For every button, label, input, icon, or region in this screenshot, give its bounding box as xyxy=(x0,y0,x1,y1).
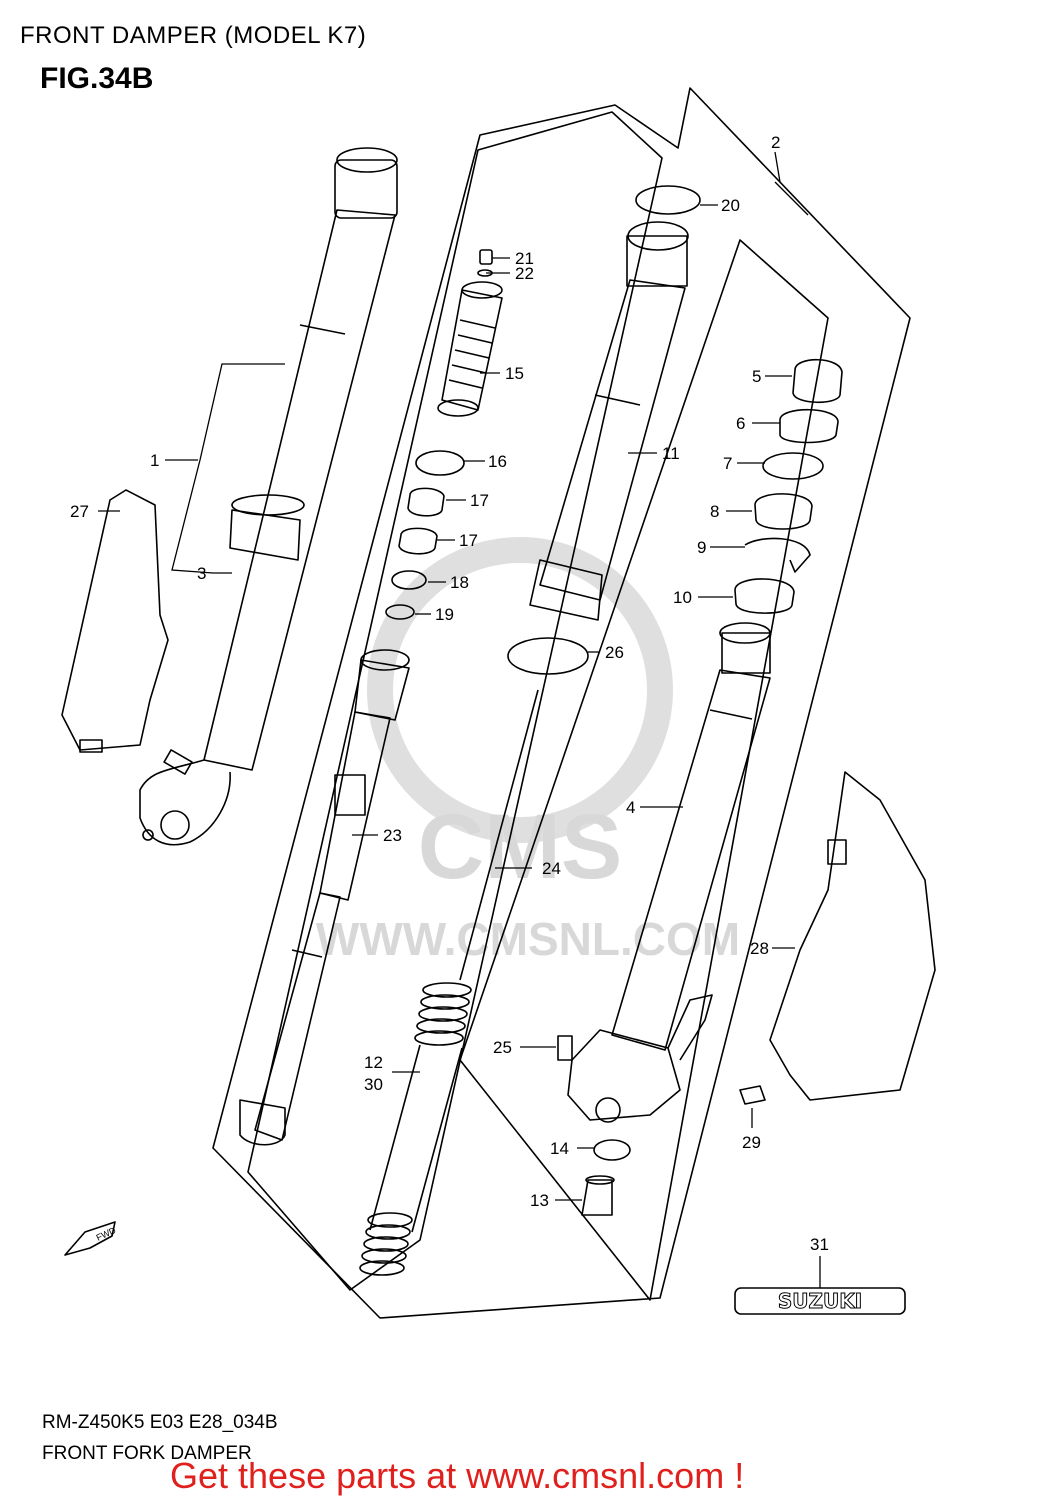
bushing-6 xyxy=(779,408,839,444)
ring-19 xyxy=(385,604,415,620)
watermark-url: WWW.CMSNL.COM xyxy=(316,913,740,965)
outer-tube-11 xyxy=(529,221,689,621)
oil-seal-8 xyxy=(754,493,813,530)
dust-seal-10 xyxy=(734,578,795,614)
part-callout: 3 xyxy=(197,564,206,583)
decal-text: SUZUKI xyxy=(778,1289,862,1313)
o-ring-26 xyxy=(507,637,589,675)
part-callout: 27 xyxy=(70,502,89,521)
part-callout: 1 xyxy=(150,451,159,470)
part-callout: 7 xyxy=(723,454,732,473)
part-callout: 16 xyxy=(488,452,507,471)
cta-link[interactable]: Get these parts at www.cmsnl.com ! xyxy=(170,1455,745,1496)
part-callout: 14 xyxy=(550,1139,569,1158)
o-ring-20 xyxy=(635,185,701,215)
part-callout: 10 xyxy=(673,588,692,607)
spring-upper xyxy=(414,982,472,1046)
adjuster-13 xyxy=(581,1179,613,1216)
kit-outline-outer xyxy=(212,87,911,1319)
figure-number: FIG.34B xyxy=(40,62,154,95)
part-callout: 13 xyxy=(530,1191,549,1210)
rod-24 xyxy=(459,689,539,981)
part-callout: 11 xyxy=(662,444,680,463)
watermark-brand: CMS xyxy=(418,796,622,898)
page-header-title: FRONT DAMPER (MODEL K7) xyxy=(20,22,367,49)
part-callout: 30 xyxy=(364,1075,383,1094)
part-callout: 23 xyxy=(383,826,402,845)
kit-outline-inner xyxy=(247,111,663,1291)
clip-9 xyxy=(744,537,811,573)
part-callout: 28 xyxy=(750,939,769,958)
damper-valve-assembly xyxy=(437,249,503,417)
part-callout: 17 xyxy=(470,491,489,510)
ring-18 xyxy=(391,570,427,590)
part-callout: 24 xyxy=(542,859,561,878)
fork-tube-assembly-left xyxy=(139,147,398,846)
fork-guard-right xyxy=(769,771,936,1101)
part-callout: 31 xyxy=(810,1235,829,1254)
diagram-caption: FRONT FORK DAMPER xyxy=(42,1443,252,1464)
fork-guard-left xyxy=(61,489,169,751)
part-callout: 18 xyxy=(450,573,469,592)
part-callout: 20 xyxy=(721,196,740,215)
watermark: CMS WWW.CMSNL.COM xyxy=(316,537,740,965)
bush-17b xyxy=(398,527,438,555)
part-callout: 6 xyxy=(736,414,745,433)
o-ring-14 xyxy=(593,1139,631,1161)
bush-17a xyxy=(407,487,445,517)
part-callout: 17 xyxy=(459,531,478,550)
part-callout: 8 xyxy=(710,502,719,521)
part-callout: 25 xyxy=(493,1038,512,1057)
part-callout: 29 xyxy=(742,1133,761,1152)
bolt-29 xyxy=(739,1085,766,1105)
damper-rod-assembly xyxy=(239,649,410,1146)
part-callout: 4 xyxy=(626,798,635,817)
part-callout: 9 xyxy=(697,538,706,557)
o-ring-16 xyxy=(415,450,465,476)
spring-lower xyxy=(359,1212,413,1276)
part-callout: 22 xyxy=(515,264,534,283)
part-callout: 15 xyxy=(505,364,524,383)
part-callout: 19 xyxy=(435,605,454,624)
part-callout: 26 xyxy=(605,643,624,662)
kit-outline-bushings xyxy=(459,239,829,1301)
bolt-25 xyxy=(557,1035,573,1061)
part-callout: 12 xyxy=(364,1053,383,1072)
model-code: RM-Z450K5 E03 E28_034B xyxy=(42,1412,278,1433)
inner-tube-4 xyxy=(567,622,771,1123)
fwd-arrow-icon xyxy=(64,1221,116,1256)
part-callout: 5 xyxy=(752,367,761,386)
part-callout: 21 xyxy=(515,249,534,268)
part-callout: 2 xyxy=(771,133,780,152)
washer-7 xyxy=(762,452,824,480)
bushing-5 xyxy=(792,359,843,404)
